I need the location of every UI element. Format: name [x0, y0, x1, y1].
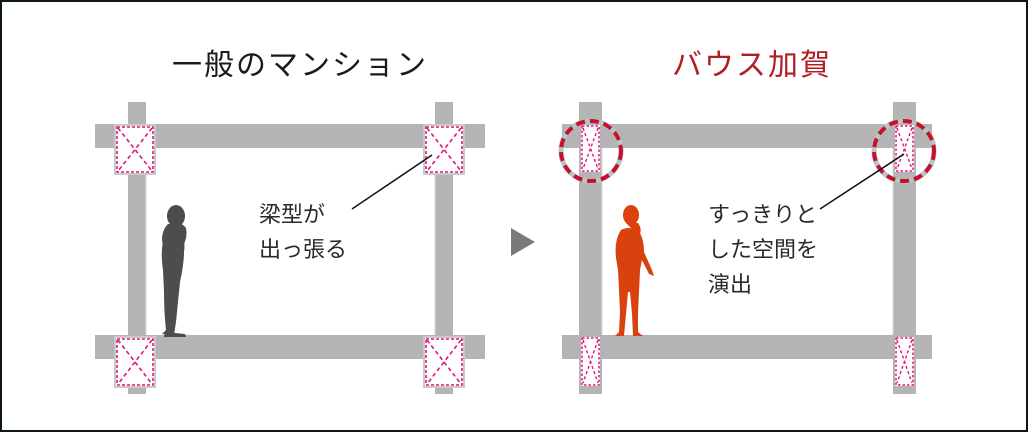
right-beam-box-top-left — [581, 125, 600, 172]
highlight-circle-top-right — [871, 118, 937, 184]
right-beam-box-bottom-right — [895, 337, 914, 386]
left-caption-line-2: 出っ張る — [259, 238, 348, 263]
left-panel-title: 一般のマンション — [172, 48, 428, 83]
right-caption-line-2: した空間を — [708, 238, 819, 263]
highlight-circle-top-left — [558, 118, 624, 184]
person-silhouette-orange-icon — [615, 205, 654, 336]
right-frame — [558, 102, 937, 394]
right-panel-caption: すっきりと した空間を 演出 — [708, 198, 818, 303]
right-beam-box-bottom-left — [581, 337, 600, 386]
right-frame-beam-bottom — [562, 335, 932, 359]
left-leader-line — [351, 154, 433, 210]
right-frame-column-left — [579, 102, 602, 394]
right-leader-line — [819, 153, 905, 210]
left-frame — [95, 102, 485, 394]
person-silhouette-gray-icon — [161, 205, 187, 337]
right-panel-title: バウス加賀 — [672, 48, 832, 83]
left-caption-line-1: 梁型が — [259, 203, 326, 228]
left-beam-box-bottom-left — [114, 336, 156, 388]
play-triangle-icon — [511, 228, 535, 256]
right-beam-box-top-right — [895, 125, 914, 172]
left-beam-box-top-right — [423, 124, 465, 175]
left-beam-box-top-left — [114, 124, 156, 175]
right-caption-line-1: すっきりと — [708, 203, 818, 228]
left-panel-caption: 梁型が 出っ張る — [259, 198, 347, 268]
right-frame-column-right — [893, 102, 916, 394]
right-frame-beam-top — [562, 124, 932, 148]
left-frame-beam-bottom — [95, 335, 485, 359]
right-caption-line-3: 演出 — [708, 273, 753, 298]
left-beam-box-bottom-right — [423, 336, 465, 388]
left-frame-beam-top — [95, 124, 485, 148]
